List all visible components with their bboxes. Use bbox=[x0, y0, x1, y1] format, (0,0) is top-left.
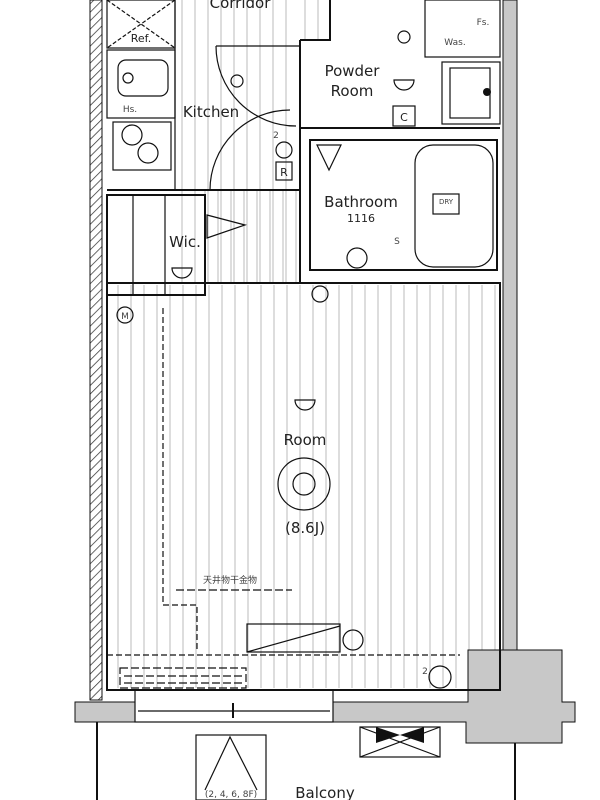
c-label: C bbox=[400, 111, 408, 124]
outlet-icon bbox=[428, 665, 452, 689]
powder-room-label: Powder bbox=[325, 62, 381, 80]
heater-panel bbox=[119, 667, 247, 689]
air-conditioner bbox=[246, 623, 341, 653]
floor-stripes bbox=[117, 0, 496, 688]
meter-label: M bbox=[121, 312, 129, 322]
washbasin bbox=[441, 61, 501, 125]
right-exterior-wall bbox=[502, 0, 518, 656]
escape-hatch bbox=[195, 734, 267, 800]
meter-icon bbox=[116, 306, 134, 324]
ceiling-hanger-label: 天井物干金物 bbox=[203, 574, 257, 586]
s-label: S bbox=[394, 237, 400, 247]
light-fixture-icon bbox=[346, 247, 368, 269]
dry-panel bbox=[432, 193, 460, 215]
corridor-label: Corridor bbox=[210, 0, 272, 12]
wic-label: Wic. bbox=[169, 233, 201, 251]
stove bbox=[112, 121, 172, 171]
ceiling-light-icon bbox=[277, 457, 331, 511]
bathroom-size-label: 1116 bbox=[347, 212, 375, 225]
faucet-icon bbox=[483, 88, 491, 96]
closet-c bbox=[392, 105, 416, 127]
room-label: Room bbox=[284, 431, 327, 449]
count-label: 2 bbox=[273, 131, 279, 141]
light-fixture-icon bbox=[171, 267, 193, 279]
washer-label: Was. bbox=[444, 38, 465, 48]
light-fixture-icon bbox=[294, 399, 316, 411]
washer-space bbox=[424, 0, 501, 58]
walk-in-closet bbox=[106, 194, 206, 296]
ref-label: Ref. bbox=[131, 32, 152, 45]
faucet-icon bbox=[122, 72, 134, 84]
room-outline bbox=[106, 282, 501, 691]
bathroom-label: Bathroom bbox=[324, 193, 398, 211]
door-swing bbox=[209, 109, 291, 191]
balcony-wall-left bbox=[74, 701, 136, 723]
room-size-label: (8.6J) bbox=[285, 519, 325, 537]
balcony-wall-right bbox=[332, 649, 576, 744]
ceiling-rail-line bbox=[162, 308, 198, 652]
fs-label: Fs. bbox=[477, 18, 490, 28]
count-label: 2 bbox=[422, 667, 428, 677]
hatch-floors-label: (2, 4, 6, 8F) bbox=[205, 790, 257, 800]
powder-room-label-2: Room bbox=[331, 82, 374, 100]
vent-icon bbox=[376, 727, 424, 743]
dry-label: DRY bbox=[439, 198, 454, 206]
bathroom bbox=[309, 139, 498, 271]
door-swing bbox=[215, 45, 297, 127]
burner-icon bbox=[121, 124, 143, 146]
outlet-icon bbox=[311, 285, 329, 303]
kitchen-label: Kitchen bbox=[183, 103, 239, 121]
balcony-window[interactable] bbox=[134, 689, 334, 723]
outdoor-unit bbox=[359, 726, 441, 758]
hs-label: Hs. bbox=[123, 105, 137, 115]
light-fixture-icon bbox=[393, 79, 415, 91]
left-exterior-wall bbox=[89, 0, 103, 701]
bathtub bbox=[414, 144, 494, 268]
outlet-icon bbox=[342, 629, 364, 651]
ceiling-light-icon bbox=[230, 74, 244, 88]
r-box bbox=[275, 161, 293, 181]
burner-icon bbox=[137, 142, 159, 164]
balcony-label: Balcony bbox=[295, 784, 355, 800]
ceiling-light-icon bbox=[397, 30, 411, 44]
r-label: R bbox=[280, 166, 288, 179]
outlet-icon bbox=[275, 141, 293, 159]
